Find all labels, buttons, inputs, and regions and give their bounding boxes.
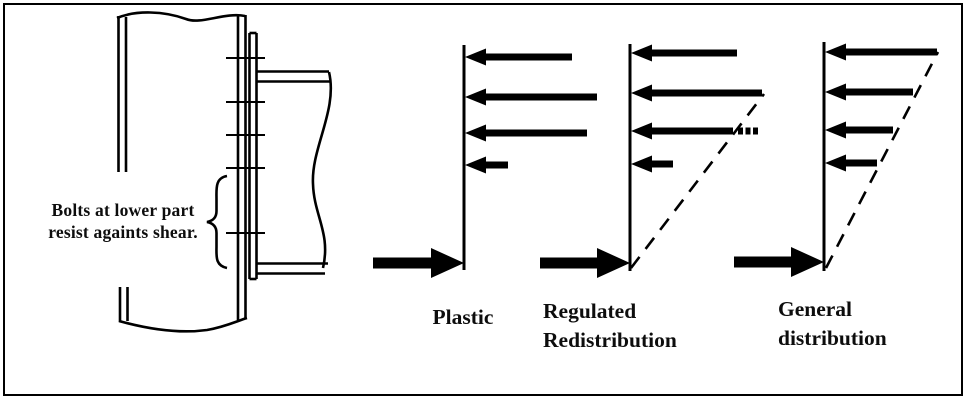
general-distribution-force-diagram (734, 42, 940, 277)
plastic-distribution-label: Plastic (432, 305, 494, 329)
lower-bolts-brace (206, 174, 228, 270)
dashed-limit-line (824, 51, 940, 269)
bolt-force-arrow (465, 88, 597, 106)
shear-note: Bolts at lower part resist againts shear… (34, 199, 212, 243)
dashed-limit-line (629, 93, 766, 269)
plastic-force-diagram (373, 45, 597, 278)
bolt-force-arrow (465, 48, 572, 66)
general-distribution-label: General distribution (778, 297, 887, 350)
bolt-force-arrow (631, 84, 762, 102)
shear-note-line2: resist againts shear. (48, 222, 198, 242)
applied-shear-arrow (734, 247, 824, 277)
bolt-force-arrow (825, 121, 893, 139)
beam-outline (257, 70, 333, 275)
continuation-dot (745, 127, 751, 135)
bolt-force-arrow (631, 122, 733, 140)
continuation-dot (753, 127, 758, 135)
bolt-force-arrow (825, 83, 913, 101)
bolt-force-arrow (825, 154, 877, 172)
shear-note-line1: Bolts at lower part (51, 200, 195, 220)
applied-shear-arrow (540, 248, 630, 278)
regulated-redistribution-label: Regulated Redistribution (543, 299, 677, 352)
applied-shear-arrow (373, 248, 464, 278)
bolt-force-arrow (825, 43, 937, 61)
bolt-force-arrow (631, 155, 673, 173)
bolt-lines (226, 57, 265, 234)
column-outline (116, 11, 248, 333)
continuation-dot (738, 127, 743, 135)
regulated-redistribution-force-diagram (540, 44, 766, 278)
bolt-force-arrow (631, 44, 737, 62)
bolt-force-arrow (465, 124, 587, 142)
end-plate (248, 31, 258, 281)
bolt-force-arrow (465, 156, 508, 174)
